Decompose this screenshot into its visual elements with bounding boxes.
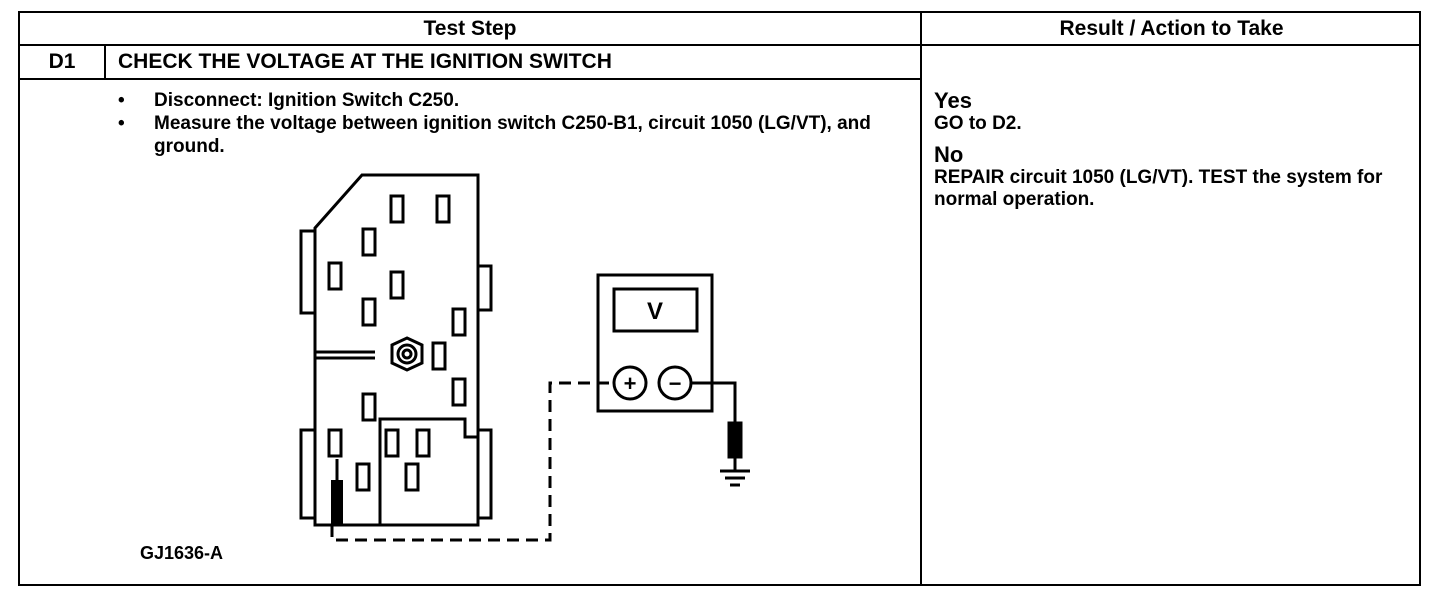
column-divider — [920, 13, 922, 584]
connector-diagram: V + − — [299, 173, 750, 542]
instruction-item: Disconnect: Ignition Switch C250. — [112, 89, 902, 112]
step-id: D1 — [48, 50, 76, 73]
pin-cavity — [431, 341, 447, 371]
multimeter-body — [596, 273, 714, 413]
pin-cavity — [355, 462, 371, 492]
multimeter-display — [612, 287, 699, 333]
pin-cavity — [435, 194, 451, 224]
yes-action: GO to D2. — [934, 113, 1404, 135]
multimeter-plus-terminal — [612, 365, 648, 401]
pin-cavity — [361, 227, 377, 257]
positive-probe — [331, 480, 343, 526]
yes-action-prefix: GO to — [934, 113, 993, 134]
pin-cavity — [361, 297, 377, 327]
minus-symbol: − — [669, 371, 682, 396]
connector-keyed-pocket — [378, 417, 478, 525]
pin-cavity — [327, 261, 343, 291]
diagnostic-table: Test Step Result / Action to Take D1 CHE… — [18, 11, 1421, 586]
pin-cavity — [361, 392, 377, 422]
header-result-action: Result / Action to Take — [1059, 17, 1284, 40]
result-no: No REPAIR circuit 1050 (LG/VT). TEST the… — [934, 143, 1404, 211]
connector-latch-left-top — [299, 229, 317, 315]
pin-cavity — [415, 428, 431, 458]
pin-cavity — [389, 270, 405, 300]
instruction-item: Measure the voltage between ignition swi… — [112, 112, 902, 158]
step-instructions: Disconnect: Ignition Switch C250. Measur… — [112, 89, 902, 158]
no-action: REPAIR circuit 1050 (LG/VT). TEST the sy… — [934, 167, 1383, 210]
plus-symbol: + — [624, 371, 637, 396]
pin-cavity — [404, 462, 420, 492]
yes-label: Yes — [934, 88, 972, 113]
result-yes: Yes GO to D2. — [934, 89, 1404, 135]
header-test-step: Test Step — [423, 17, 517, 40]
pin-cavity — [389, 194, 405, 224]
positive-lead-dashed — [330, 381, 614, 542]
multimeter-label: V — [647, 298, 663, 325]
ground-probe — [727, 421, 743, 459]
pin-cavity — [384, 428, 400, 458]
pin-cavity — [327, 428, 343, 458]
connector-latch-right-bottom — [476, 428, 493, 520]
step-title-divider — [20, 78, 920, 80]
pin-cavity — [451, 307, 467, 337]
connector-body — [313, 173, 480, 527]
pin-cavity — [451, 377, 467, 407]
center-nut — [390, 336, 424, 372]
result-panel: Yes GO to D2. No REPAIR circuit 1050 (LG… — [934, 89, 1404, 219]
yes-action-suffix: . — [1016, 113, 1022, 134]
step-title: CHECK THE VOLTAGE AT THE IGNITION SWITCH — [118, 50, 612, 73]
step-id-divider — [104, 46, 106, 78]
ground-lead — [691, 381, 737, 436]
header-divider — [20, 44, 1419, 46]
connector-latch-left-bottom — [299, 428, 317, 520]
yes-target-link[interactable]: D2 — [992, 113, 1017, 134]
no-label: No — [934, 142, 964, 167]
connector-latch-right-top — [476, 264, 493, 312]
figure-code: GJ1636-A — [140, 543, 224, 563]
ground-symbol — [720, 457, 750, 487]
